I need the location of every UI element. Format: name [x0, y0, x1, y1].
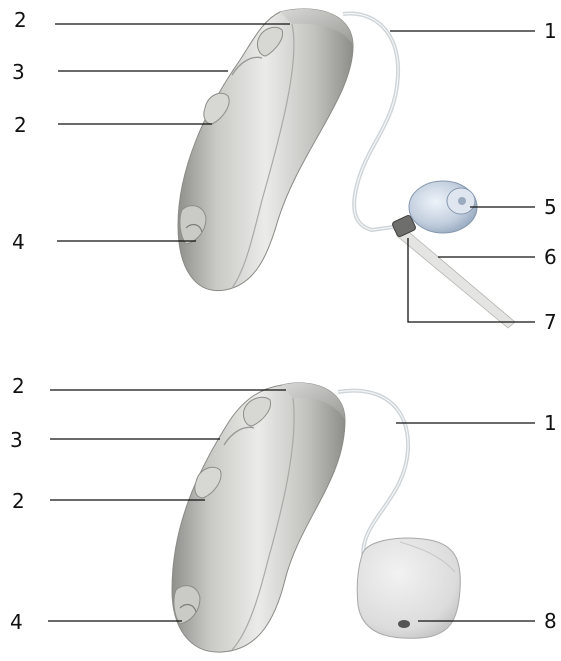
retention-line — [397, 228, 515, 328]
callout-label: 1 — [544, 19, 557, 43]
device-with-dome — [178, 9, 515, 328]
callout-label: 7 — [544, 310, 557, 334]
callout-label: 4 — [12, 230, 25, 254]
callout-label: 2 — [12, 374, 25, 398]
custom-earmold — [357, 538, 460, 638]
callout-label: 1 — [544, 411, 557, 435]
callout-label: 3 — [10, 428, 23, 452]
callout-label: 2 — [12, 489, 25, 513]
callout-label: 6 — [544, 245, 557, 269]
callout-label: 3 — [12, 60, 25, 84]
dome — [409, 181, 477, 233]
callout-label: 5 — [544, 195, 557, 219]
callout-label: 2 — [14, 8, 27, 32]
callout-label: 8 — [544, 609, 557, 633]
callout-label: 2 — [14, 113, 27, 137]
hearing-aid-shell — [172, 383, 345, 652]
callout-label: 4 — [10, 610, 23, 634]
